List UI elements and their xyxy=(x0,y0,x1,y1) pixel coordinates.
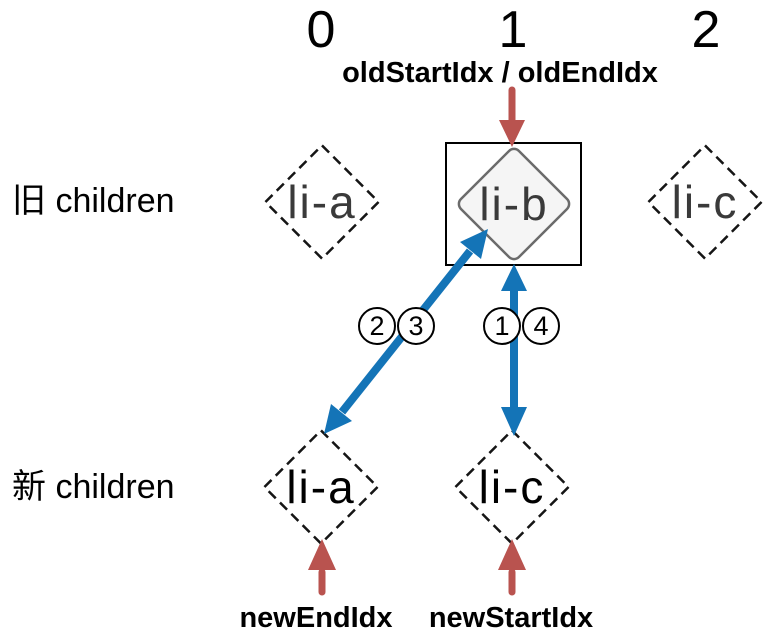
new-start-idx-label: newStartIdx xyxy=(428,602,594,634)
step-circle-3: 3 xyxy=(397,307,435,345)
dashed-diamond-shape xyxy=(647,144,763,260)
old-pointer-label: oldStartIdx / oldEndIdx xyxy=(342,57,658,89)
dashed-diamond-shape xyxy=(264,144,380,260)
step-circle-2: 2 xyxy=(358,307,396,345)
new-node-li-a: li-a xyxy=(263,429,379,545)
old-children-row-label: 旧 children xyxy=(12,182,175,220)
new-node-li-c-label: li-c xyxy=(478,461,546,513)
index-label-1: 1 xyxy=(498,1,528,59)
old-pointer-arrow-icon xyxy=(499,86,525,147)
step-circle-4: 4 xyxy=(522,307,560,345)
step-circles-2-3: 2 3 xyxy=(358,307,435,345)
new-node-li-a-label: li-a xyxy=(286,461,356,513)
new-end-pointer-arrow-icon xyxy=(308,539,336,596)
index-label-0: 0 xyxy=(306,1,336,59)
new-end-idx-label: newEndIdx xyxy=(239,602,393,634)
old-node-li-a-label: li-a xyxy=(287,176,357,228)
old-node-li-c-label: li-c xyxy=(671,176,739,228)
index-label-2: 2 xyxy=(691,1,721,59)
old-node-li-b-label: li-b xyxy=(479,178,549,230)
step-circle-1: 1 xyxy=(483,307,521,345)
old-node-li-a: li-a xyxy=(264,144,380,260)
new-children-row-label: 新 children xyxy=(12,468,175,506)
old-node-li-c: li-c xyxy=(647,144,763,260)
step-circles-1-4: 1 4 xyxy=(483,307,560,345)
step-1-4-move-arrow-icon xyxy=(501,264,527,436)
new-node-li-c: li-c xyxy=(454,429,570,545)
dashed-diamond-shape xyxy=(454,429,570,545)
new-start-pointer-arrow-icon xyxy=(498,539,526,596)
dashed-diamond-shape xyxy=(263,429,379,545)
